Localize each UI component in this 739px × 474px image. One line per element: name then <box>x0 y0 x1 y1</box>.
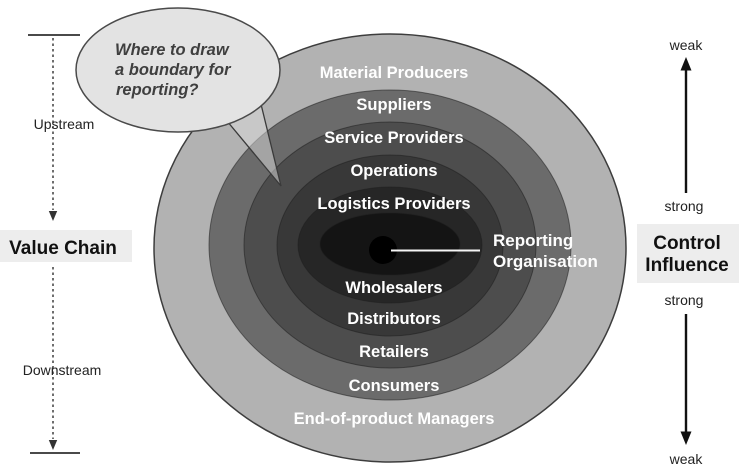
downstream-label: Downstream <box>23 362 102 378</box>
reporting-organisation-callout: Reporting Organisation <box>391 231 598 271</box>
down-arrowhead-icon <box>680 431 692 445</box>
bubble-text-line3: reporting? <box>116 81 199 99</box>
ring-label-service-providers: Service Providers <box>324 129 463 147</box>
ring-label-consumers: Consumers <box>349 377 440 395</box>
ring-label-material-producers: Material Producers <box>320 64 469 82</box>
ring-labels-upstream: Material Producers Suppliers Service Pro… <box>317 64 470 213</box>
ring-label-suppliers: Suppliers <box>356 96 431 114</box>
control-influence-title-box <box>637 224 739 283</box>
upstream-arrowhead-icon <box>48 211 58 221</box>
ring-label-wholesalers: Wholesalers <box>345 279 442 297</box>
center-dot <box>369 236 397 264</box>
control-influence-title-line1: Control <box>653 233 721 254</box>
upstream-label: Upstream <box>34 116 95 132</box>
center-label-organisation: Organisation <box>493 252 598 271</box>
value-chain-title: Value Chain <box>9 238 117 259</box>
bubble-text-line2: a boundary for <box>115 61 232 79</box>
onion-rings <box>153 33 627 463</box>
ring-label-distributors: Distributors <box>347 310 441 328</box>
downstream-arrowhead-icon <box>48 440 58 450</box>
center-label-reporting: Reporting <box>493 231 573 250</box>
ring-label-retailers: Retailers <box>359 343 429 361</box>
control-influence-title-line2: Influence <box>645 255 728 276</box>
strong-top-label: strong <box>665 198 704 214</box>
ring-label-operations: Operations <box>350 162 437 180</box>
speech-bubble: Where to draw a boundary for reporting? <box>75 7 282 187</box>
weak-bottom-label: weak <box>669 451 704 467</box>
speech-bubble-outline <box>75 7 281 133</box>
weak-top-label: weak <box>669 37 704 53</box>
strong-bottom-label: strong <box>665 292 704 308</box>
ring-label-logistics-providers: Logistics Providers <box>317 195 470 213</box>
control-influence-axis: weak strong Control Influence strong wea… <box>637 37 739 467</box>
up-arrowhead-icon <box>680 57 692 71</box>
speech-bubble-body <box>76 8 280 132</box>
ring-labels-downstream: Wholesalers Distributors Retailers Consu… <box>294 279 495 428</box>
bubble-text-line1: Where to draw <box>115 41 230 59</box>
ring-label-end-of-product-managers: End-of-product Managers <box>294 410 495 428</box>
value-chain-title-box <box>0 230 132 262</box>
value-chain-axis: Upstream Value Chain Downstream <box>0 34 132 454</box>
